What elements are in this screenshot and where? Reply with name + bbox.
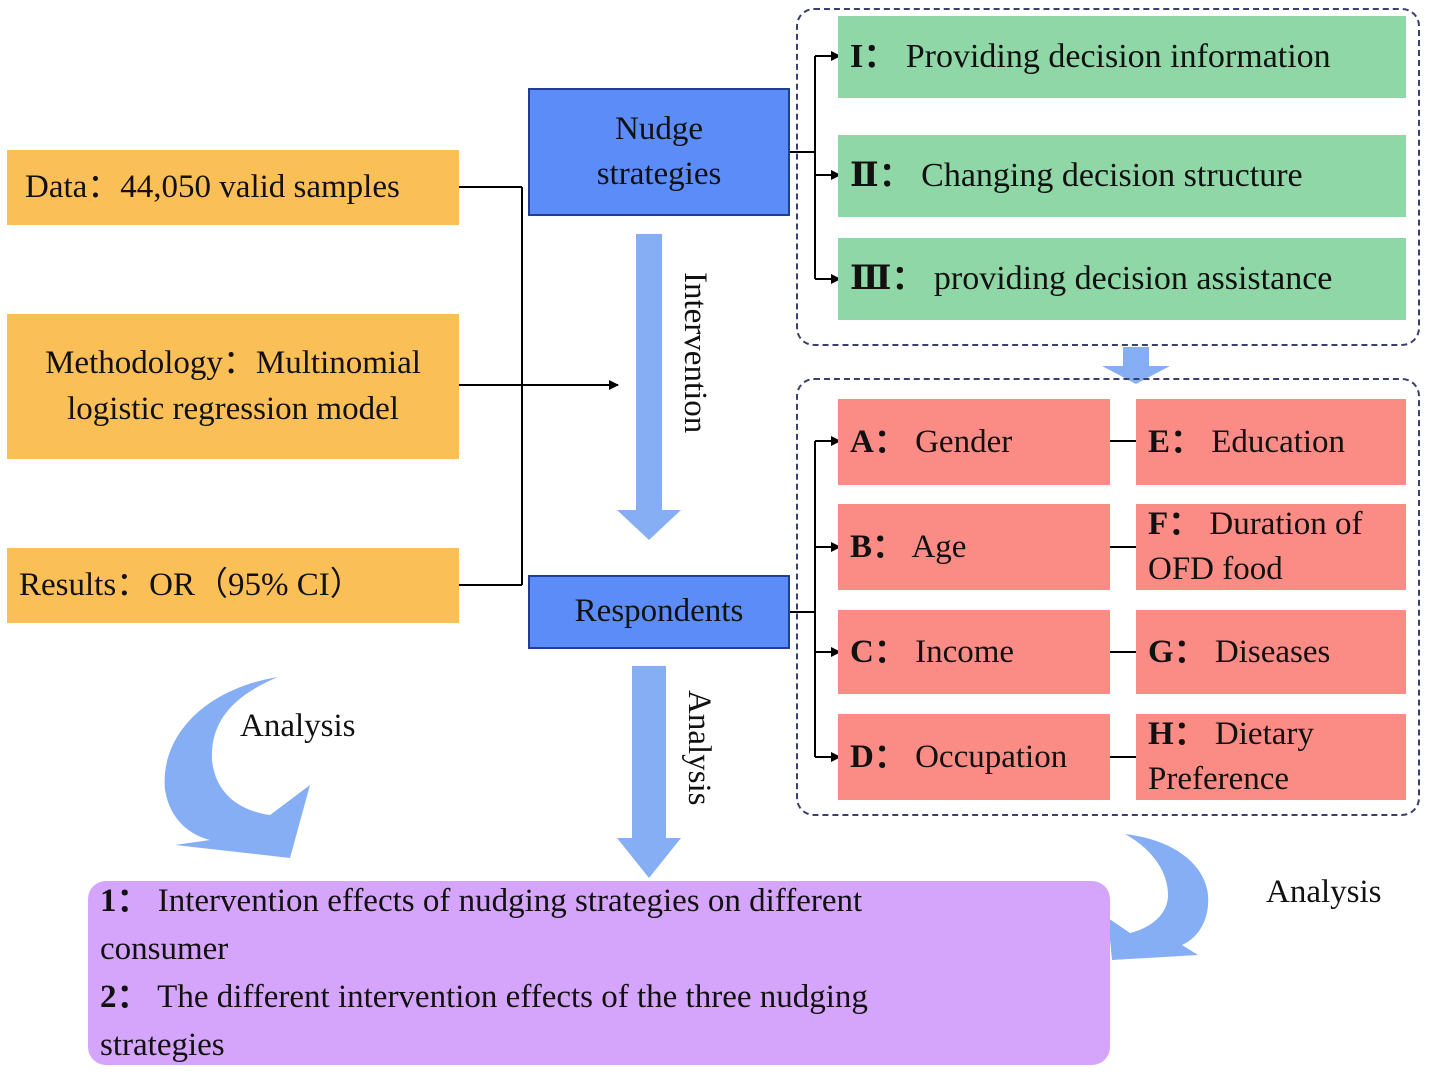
nudge-line2: strategies bbox=[596, 156, 722, 192]
nudge-strategies-box: Nudge strategies bbox=[528, 88, 790, 216]
data-text: Data：44,050 valid samples bbox=[25, 168, 400, 205]
factor-g-box: G： Diseases bbox=[1136, 610, 1406, 694]
strategies-frame bbox=[796, 8, 1420, 346]
methodology-box: Methodology：Multinomial logistic regress… bbox=[7, 314, 459, 459]
outcomes-box: 1： Intervention effects of nudging strat… bbox=[88, 881, 1110, 1065]
analysis-label-center: Analysis bbox=[681, 690, 717, 806]
strategy-iii-box: Ⅲ： providing decision assistance bbox=[838, 238, 1406, 320]
data-box: Data：44,050 valid samples bbox=[7, 150, 459, 225]
strategy-ii-text: Changing decision structure bbox=[921, 156, 1303, 194]
analysis-arrow-center bbox=[617, 666, 681, 878]
factor-a-box: A： Gender bbox=[838, 399, 1110, 485]
methodology-line2: logistic regression model bbox=[67, 390, 399, 427]
strategy-i-box: I： Providing decision information bbox=[838, 16, 1406, 98]
factor-h-line1: Dietary bbox=[1214, 716, 1314, 753]
factor-c-key: C： bbox=[850, 633, 907, 670]
strategy-bracket bbox=[790, 51, 841, 284]
down-arrow-small bbox=[1102, 347, 1170, 384]
factor-c-text: Income bbox=[915, 633, 1015, 670]
factors-frame bbox=[796, 378, 1420, 816]
factor-f-box: F： Duration of OFD food bbox=[1136, 504, 1406, 590]
strategy-ii-key: Ⅱ： bbox=[850, 156, 913, 194]
strategy-iii-key: Ⅲ： bbox=[850, 259, 926, 297]
results-text: Results：OR（95% CI） bbox=[19, 566, 363, 603]
outcome-1-key: 1： bbox=[100, 882, 150, 919]
outcome-2-text: The different intervention effects of th… bbox=[157, 979, 868, 1015]
outcome-1-line2: consumer bbox=[100, 930, 229, 967]
outcome-2-key: 2： bbox=[100, 979, 150, 1015]
factor-f-line1: Duration of bbox=[1209, 506, 1363, 543]
factor-d-text: Occupation bbox=[915, 738, 1068, 775]
intervention-label: Intervention bbox=[677, 272, 713, 434]
outcome-1-line1: 1： Intervention effects of nudging strat… bbox=[100, 877, 1098, 925]
nudge-line1: Nudge bbox=[615, 111, 703, 148]
factor-c-box: C： Income bbox=[838, 610, 1110, 694]
curved-arrow-right bbox=[1108, 834, 1209, 960]
factor-h-line2: Preference bbox=[1148, 761, 1290, 797]
factor-a-text: Gender bbox=[915, 423, 1013, 460]
factor-g-key: G： bbox=[1148, 633, 1207, 670]
factor-a-key: A： bbox=[850, 423, 907, 460]
factor-e-box: E： Education bbox=[1136, 399, 1406, 485]
flow-arrows bbox=[164, 234, 1209, 960]
intervention-arrow bbox=[617, 234, 681, 540]
respondents-box: Respondents bbox=[528, 575, 790, 649]
factor-h-key: H： bbox=[1148, 716, 1207, 753]
factor-d-key: D： bbox=[850, 738, 907, 775]
factor-b-box: B： Age bbox=[838, 504, 1110, 590]
factor-e-text: Education bbox=[1211, 423, 1346, 460]
factor-f-line2: OFD food bbox=[1148, 551, 1283, 587]
outcome-2-line2: strategies bbox=[100, 1027, 225, 1064]
strategy-ii-box: Ⅱ： Changing decision structure bbox=[838, 135, 1406, 217]
factor-g-text: Diseases bbox=[1214, 633, 1331, 670]
factor-bracket bbox=[790, 436, 1136, 762]
analysis-label-right: Analysis bbox=[1266, 874, 1382, 910]
input-bracket bbox=[459, 186, 619, 586]
methodology-line1: Methodology：Multinomial bbox=[45, 344, 421, 381]
strategy-i-key: I： bbox=[850, 37, 898, 75]
factor-e-key: E： bbox=[1148, 423, 1204, 460]
factor-b-key: B： bbox=[850, 528, 906, 565]
strategy-i-text: Providing decision information bbox=[905, 37, 1331, 75]
analysis-label-left: Analysis bbox=[240, 708, 356, 744]
respondents-text: Respondents bbox=[574, 593, 744, 630]
results-box: Results：OR（95% CI） bbox=[7, 548, 459, 623]
factor-f-key: F： bbox=[1148, 506, 1202, 543]
outcome-1-text: Intervention effects of nudging strategi… bbox=[157, 882, 863, 919]
factor-h-box: H： Dietary Preference bbox=[1136, 714, 1406, 800]
factor-b-text: Age bbox=[911, 528, 967, 565]
outcome-2-line1: 2： The different intervention effects of… bbox=[100, 973, 1098, 1021]
factor-d-box: D： Occupation bbox=[838, 714, 1110, 800]
strategy-iii-text: providing decision assistance bbox=[933, 259, 1333, 297]
curved-arrow-left bbox=[164, 677, 310, 858]
